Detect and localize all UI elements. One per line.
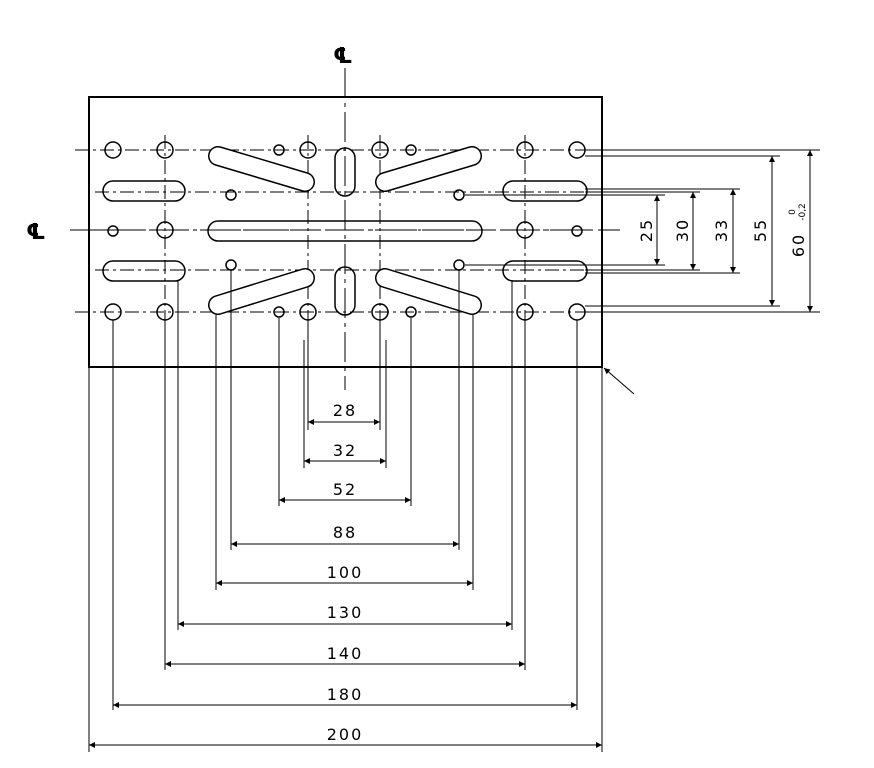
centerline-symbol-top: ℄ bbox=[333, 44, 353, 69]
dim-label-25: 25 bbox=[637, 218, 656, 242]
extension-lines-bottom bbox=[88, 270, 603, 752]
small-hole bbox=[107, 225, 119, 237]
dim-label-60: 60 bbox=[789, 233, 808, 257]
small-hole bbox=[273, 306, 285, 318]
centerlines bbox=[70, 68, 620, 390]
horizontal-dimension-lines bbox=[89, 419, 602, 748]
small-hole bbox=[405, 306, 417, 318]
dim-label-32: 32 bbox=[333, 441, 357, 460]
dim-label-88: 88 bbox=[333, 523, 357, 542]
small-hole bbox=[405, 144, 417, 156]
dim-label-30: 30 bbox=[673, 218, 692, 242]
hole bbox=[516, 141, 534, 159]
small-hole bbox=[273, 144, 285, 156]
vertical-dimension-lines bbox=[654, 150, 813, 312]
dim-label-33: 33 bbox=[712, 218, 731, 242]
hole bbox=[516, 221, 534, 239]
hole bbox=[156, 141, 174, 159]
dim-label-28: 28 bbox=[333, 401, 357, 420]
small-hole bbox=[225, 259, 237, 271]
slot bbox=[102, 260, 186, 282]
centerline-symbol-left: ℄ bbox=[26, 220, 46, 245]
hole bbox=[104, 141, 122, 159]
dim-tol-upper-60: 0 bbox=[788, 209, 798, 215]
hole bbox=[299, 141, 317, 159]
extension-lines-right bbox=[465, 149, 820, 313]
dim-label-130: 130 bbox=[327, 603, 364, 622]
slot bbox=[502, 260, 588, 282]
hole bbox=[371, 141, 389, 159]
dim-tol-lower-60: -0,2 bbox=[798, 203, 808, 221]
small-hole bbox=[571, 225, 583, 237]
surface-marker-arrow bbox=[603, 367, 635, 395]
slot bbox=[334, 147, 356, 197]
hole-center-lines bbox=[75, 135, 600, 328]
dim-label-180: 180 bbox=[327, 685, 364, 704]
dim-label-55: 55 bbox=[751, 218, 770, 242]
dim-label-100: 100 bbox=[327, 563, 364, 582]
small-holes bbox=[107, 144, 583, 318]
hole bbox=[568, 141, 586, 159]
small-hole bbox=[225, 189, 237, 201]
dim-label-52: 52 bbox=[333, 480, 357, 499]
slot bbox=[334, 266, 356, 316]
slot bbox=[102, 180, 186, 202]
small-hole bbox=[453, 189, 465, 201]
slot bbox=[207, 220, 483, 242]
hole bbox=[156, 221, 174, 239]
slot bbox=[502, 180, 588, 202]
dim-label-140: 140 bbox=[327, 644, 364, 663]
slots bbox=[102, 146, 588, 316]
dim-label-200: 200 bbox=[327, 725, 364, 744]
small-hole bbox=[453, 259, 465, 271]
